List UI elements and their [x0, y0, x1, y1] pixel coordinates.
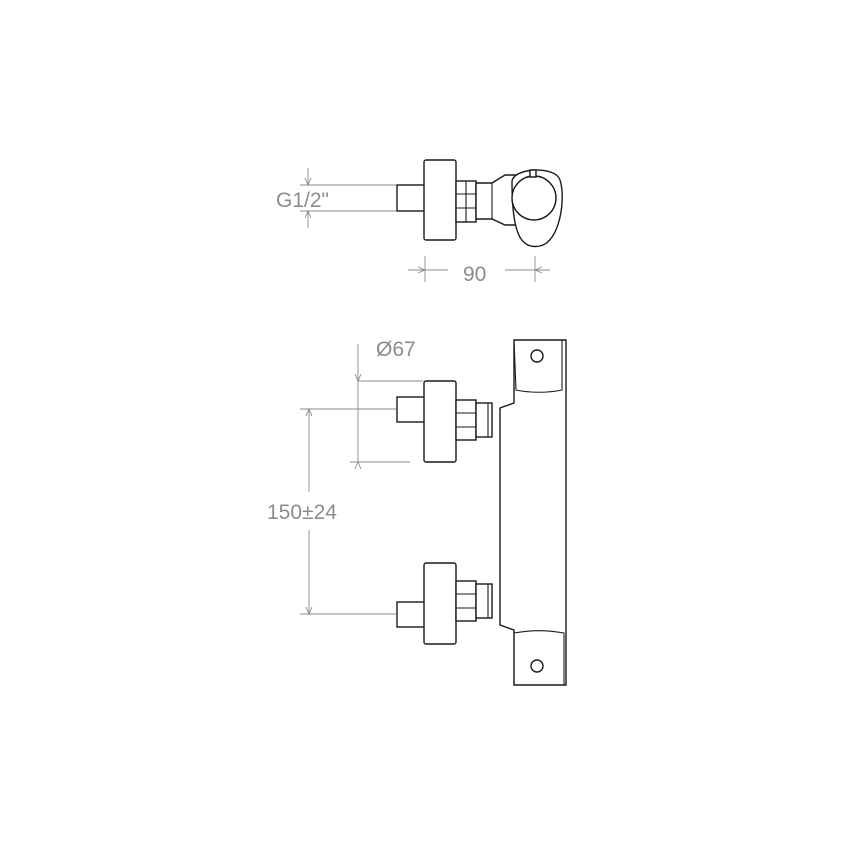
depth-label: 90	[463, 263, 486, 286]
thread-size-label: G1/2"	[276, 189, 329, 212]
mixer-body	[499, 339, 567, 686]
escutcheon-diameter-label: Ø67	[376, 338, 416, 361]
top-hex-nut	[455, 180, 477, 223]
bottom-cap-hole	[530, 659, 544, 673]
top-view: G1/2" 90	[276, 159, 563, 286]
top-cap-hole	[530, 349, 544, 363]
lower-connector	[396, 562, 493, 645]
upper-connector	[396, 380, 493, 463]
top-inlet-nipple	[396, 184, 426, 212]
diameter-dimension	[350, 344, 423, 470]
front-view: Ø67 150±24	[267, 338, 567, 686]
thread-dimension	[300, 168, 396, 228]
center-distance-label: 150±24	[267, 501, 337, 524]
depth-dimension	[408, 256, 550, 282]
top-handle-knob	[511, 175, 557, 221]
center-distance-dimension	[300, 407, 396, 616]
bottom-cap	[513, 630, 565, 686]
top-escutcheon	[423, 159, 457, 241]
top-cap	[513, 339, 563, 393]
